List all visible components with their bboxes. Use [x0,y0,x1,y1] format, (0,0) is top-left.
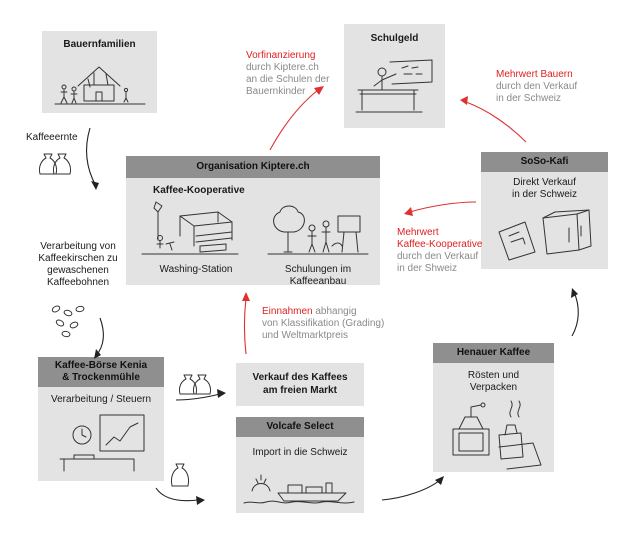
einnahmen-grey2: und Weltmarktpreis [262,330,348,341]
volcafe-box: Volcafe Select Import in die Schweiz [236,417,364,513]
schulgeld-box: Schulgeld [344,24,445,128]
soso-kafi-box: SoSo-Kafi Direkt Verkauf in der Schweiz [481,152,608,269]
verkauf-line2: am freien Markt [263,385,337,396]
single-sack-icon [171,463,189,487]
mehrwert-koop-label: Mehrwert Kaffee-Kooperative durch den Ve… [397,227,482,275]
washing-station-label: Washing-Station [159,264,233,275]
schulungen-label: Schulungen im Kaffeeanbau [284,264,352,287]
vorfinanzierung-red: Vorfinanzierung [246,50,316,61]
mehrwert-koop-grey2: in der Shweiz [397,263,458,274]
arrow-mehrwert-koop [409,201,477,213]
coffee-beans-icon [51,305,85,338]
volcafe-text: Import in die Schweiz [252,447,348,458]
mehrwert-koop-grey1: durch den Verkauf [397,251,479,262]
washing-station-sketch-icon [141,201,239,255]
export-sacks-icon [179,374,211,395]
arrow-to-verkauf-head [217,389,226,398]
einnahmen-red: Einnahmen [262,306,313,317]
arrow-vorfinanzierung [269,89,319,151]
mehrwert-koop-red1: Mehrwert [397,227,439,238]
arrow-ernte [86,127,97,187]
einnahmen-grey-inline: abhangig [312,306,357,317]
arrow-verarbeitung [95,317,105,357]
arrow-vorfinanzierung-head [314,86,324,95]
verarbeitung-line4: Kaffeebohnen [46,277,110,288]
henauer-line2: Verpacken [469,382,518,393]
arrow-to-volcafe [155,487,199,502]
kaffee-boerse-box: Kaffee-Börse Kenia & Trockenmühle Verarb… [38,357,164,481]
kaffee-boerse-text: Verarbeitung / Steuern [50,394,152,405]
verarbeitung-line1: Verarbeitung von [40,241,116,252]
kaffee-boerse-header: Kaffee-Börse Kenia & Trockenmühle [38,357,164,387]
mehrwert-bauern-label: Mehrwert Bauern durch den Verkauf in der… [496,69,577,105]
verarbeitung-line3: gewaschenen [47,265,109,276]
arrow-to-soso-head [571,288,578,298]
training-sketch-icon [267,205,369,255]
kiptere-subtitle: Kaffee-Kooperative [153,185,245,196]
arrow-mehrwert-bauern-head [460,96,468,105]
arrow-mehrwert-koop-head [404,207,413,216]
bauernfamilien-box: Bauernfamilien [42,31,157,113]
arrow-ernte-head [91,181,99,190]
hut-family-sketch-icon [54,66,146,105]
arrow-to-volcafe-head [196,496,205,505]
arrow-to-henauer [381,479,441,501]
soso-kafi-header: SoSo-Kafi [481,152,608,172]
verarbeitung-line2: Kaffeekirschen zu [38,253,118,264]
arrow-to-verkauf [175,393,221,401]
verkauf-line1: Verkauf des Kaffees [252,372,348,383]
soso-line1: Direkt Verkauf [513,177,576,188]
soso-line2: in der Schweiz [511,189,578,200]
mehrwert-koop-red2: Kaffee-Kooperative [397,239,483,250]
schulgeld-title: Schulgeld [370,33,419,44]
henauer-line1: Rösten und [467,370,520,381]
arrow-mehrwert-bauern [465,101,527,143]
henauer-header: Henauer Kaffee [433,343,554,363]
bauernfamilien-title: Bauernfamilien [63,39,136,50]
arrow-to-soso [571,291,579,337]
arrow-verarbeitung-head [94,349,101,359]
volcafe-header: Volcafe Select [236,417,364,437]
kaffee-boerse-header-line1: Kaffee-Börse Kenia [54,360,148,371]
classroom-sketch-icon [355,59,433,113]
vorfinanzierung-label: Vorfinanzierung durch Kiptere.ch an die … [246,50,329,98]
mehrwert-bauern-grey2: in der Schweiz [496,93,562,104]
vorfinanzierung-grey2: an die Schulen der [246,74,330,85]
kiptere-header: Organisation Kiptere.ch [126,156,380,178]
arrow-einnahmen [243,297,247,355]
kaffee-boerse-header-line2: & Trockenmühle [62,372,140,383]
vorfinanzierung-grey1: durch Kiptere.ch [246,62,319,73]
einnahmen-grey1: von Klassifikation (Grading) [262,318,385,329]
verarbeitung-label: Verarbeitung von Kaffeekirschen zu gewas… [30,241,126,289]
verkauf-box: Verkauf des Kaffees am freien Markt [236,363,364,406]
cargo-ship-sketch-icon [243,474,355,504]
clock-chart-sketch-icon [59,414,145,472]
kiptere-box: Organisation Kiptere.ch Kaffee-Kooperati… [126,156,380,287]
henauer-box: Henauer Kaffee Rösten und Verpacken [433,343,554,472]
einnahmen-label: Einnahmen abhangig von Klassifikation (G… [262,306,384,342]
vorfinanzierung-grey3: Bauernkinder [246,86,306,97]
kaffeeernte-label: Kaffeeernte [26,132,78,143]
coffee-sacks-icon [39,153,71,175]
mehrwert-bauern-red: Mehrwert Bauern [496,69,573,80]
arrow-to-henauer-head [435,476,444,485]
coffee-grinder-sketch-icon [452,400,542,470]
arrow-einnahmen-head [242,292,250,301]
package-sketch-icon [498,209,592,261]
mehrwert-bauern-grey1: durch den Verkauf [496,81,578,92]
